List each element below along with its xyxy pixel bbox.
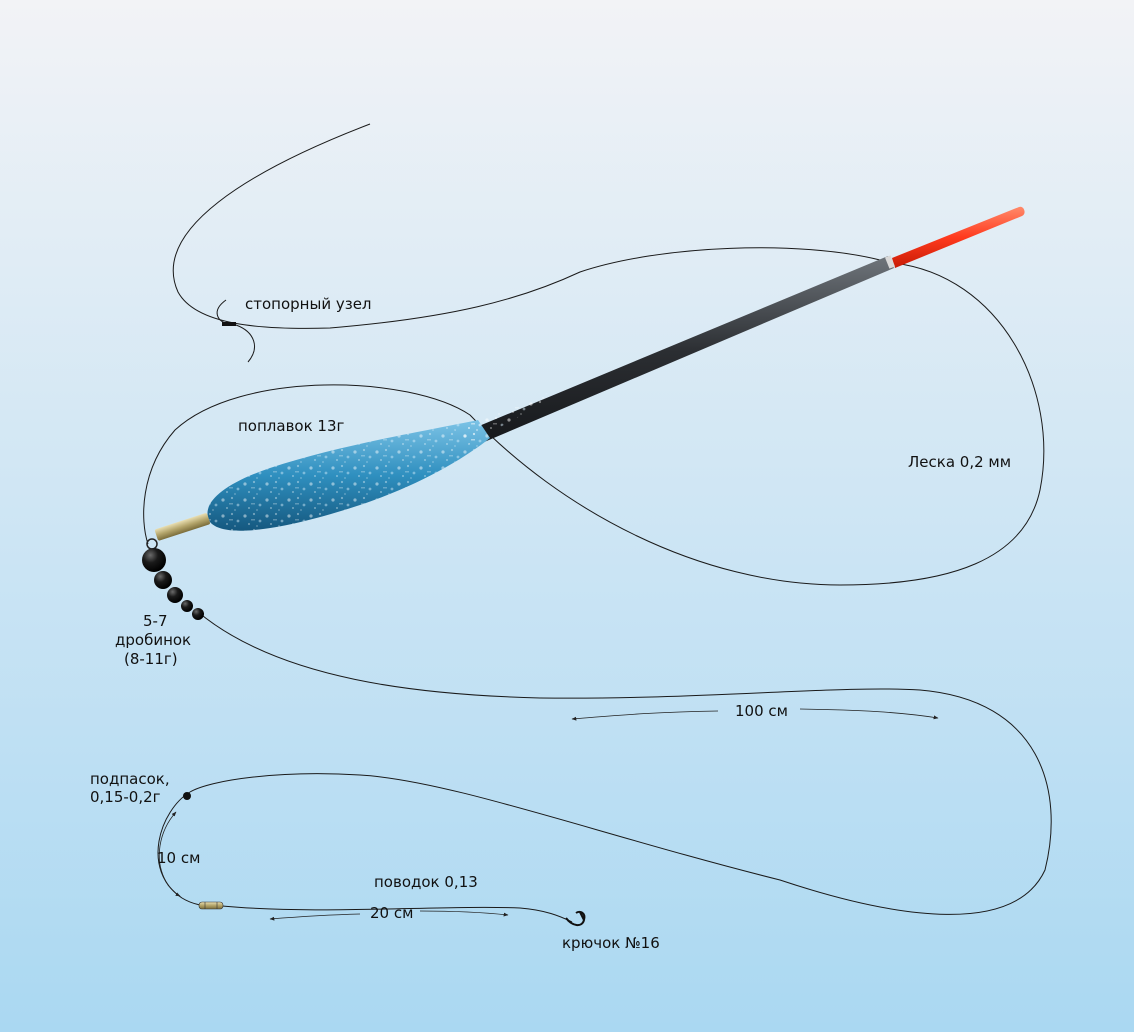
- hook-label: крючок №16: [562, 934, 660, 952]
- dim-arrow-20-left: [269, 913, 361, 921]
- dim-arrow-20-right: [419, 910, 509, 917]
- shot-4: [181, 600, 193, 612]
- shot-2: [154, 571, 172, 589]
- line-label: Леска 0,2 мм: [908, 453, 1011, 471]
- dist-100-label: 100 см: [735, 702, 788, 720]
- small-sinker: [183, 792, 191, 800]
- shot-weight-label: (8-11г): [124, 650, 178, 668]
- swivel: [198, 901, 224, 910]
- dim-arrow-100: [571, 710, 719, 721]
- stop-knot-label: стопорный узел: [245, 295, 372, 313]
- dist-20-label: 20 см: [370, 904, 413, 922]
- float-antenna: [892, 206, 1025, 268]
- leader-label: поводок 0,13: [374, 873, 478, 891]
- shot-5: [192, 608, 204, 620]
- float-label: поплавок 13г: [238, 417, 345, 435]
- split-shot-group: [142, 548, 204, 620]
- shot-name-label: дробинок: [115, 631, 191, 649]
- shot-3: [167, 587, 183, 603]
- sinker-weight-label: 0,15-0,2г: [90, 788, 161, 806]
- float-stem: [455, 256, 894, 448]
- float-keel: [154, 513, 210, 541]
- float: [146, 206, 1025, 550]
- dim-arrow-10: [158, 811, 181, 897]
- shot-1: [142, 548, 166, 572]
- fishing-line: [143, 123, 1052, 923]
- hook-icon: [565, 910, 586, 926]
- dist-10-label: 10 см: [157, 849, 200, 867]
- dim-arrow-100-right: [799, 708, 939, 720]
- stop-knot: [216, 299, 255, 363]
- sinker-name-label: подпасок,: [90, 770, 170, 788]
- shot-count-label: 5-7: [143, 612, 168, 630]
